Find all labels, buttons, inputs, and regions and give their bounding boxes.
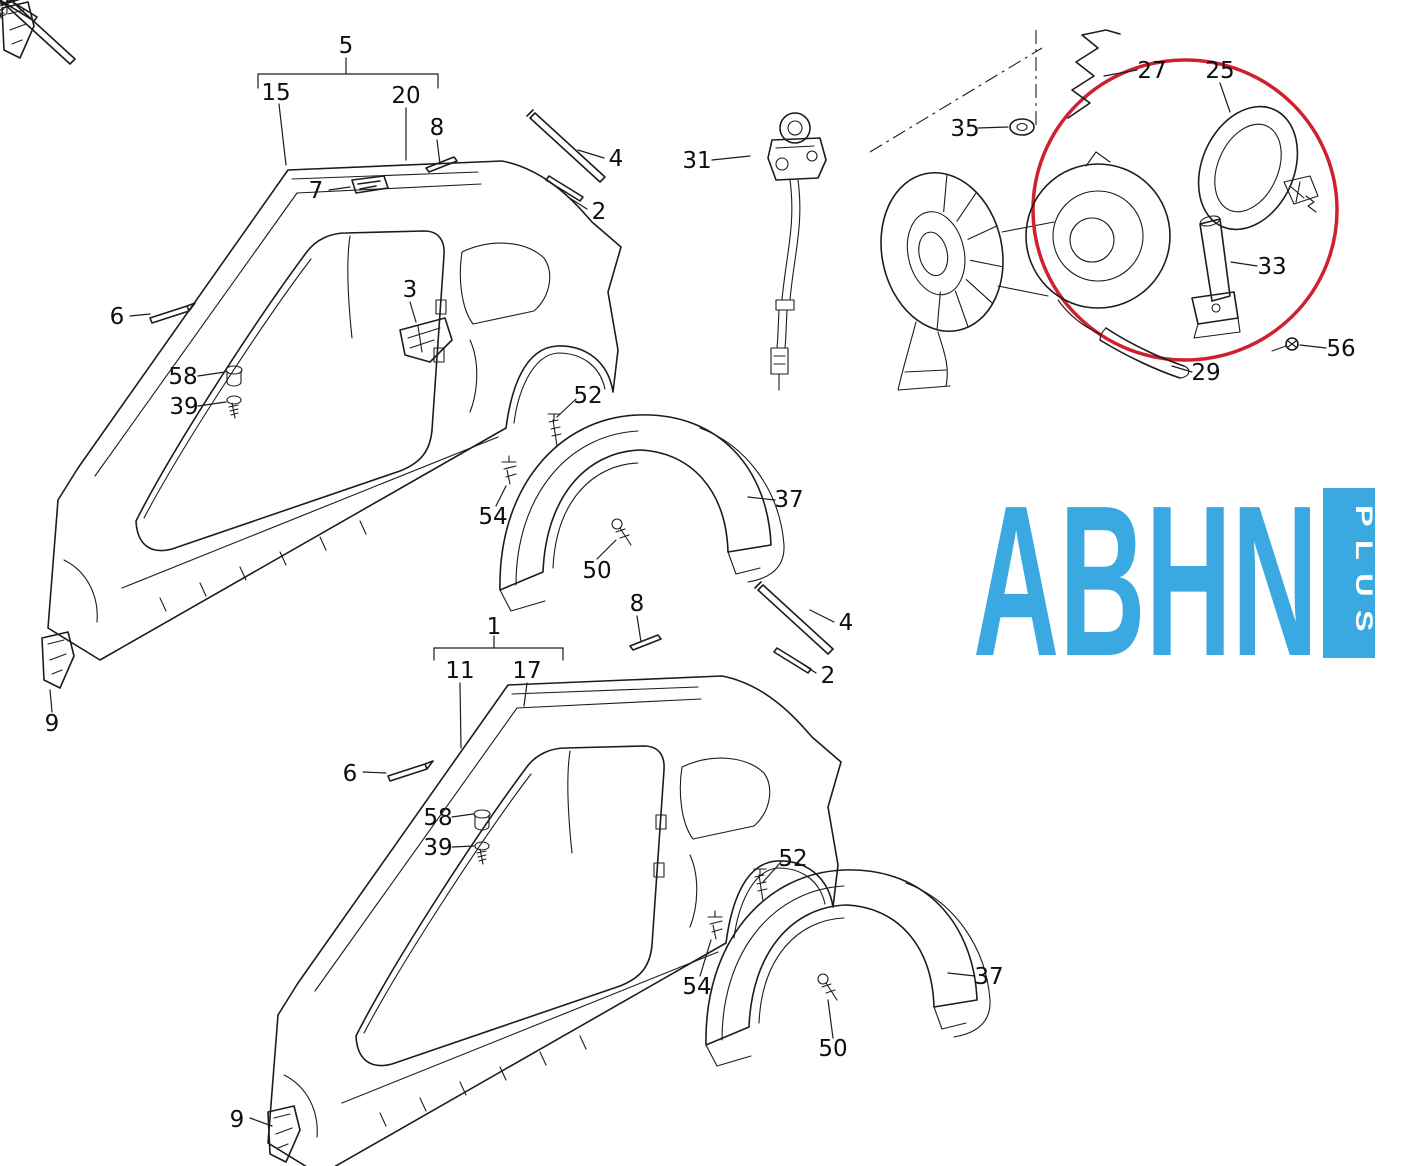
- center-line: [869, 30, 1043, 153]
- grommet-58-lower: [473, 809, 491, 831]
- screw-39-lower: [474, 841, 490, 865]
- screw-39-upper: [226, 395, 242, 419]
- trim-strip-4-upper: [526, 109, 606, 183]
- seal-strip-8-lower: [629, 634, 662, 651]
- highlight-circle: [1031, 58, 1339, 362]
- leader-lines: [49, 57, 1327, 1127]
- screw-56: [1271, 337, 1299, 352]
- trim-strip-2-lower: [773, 647, 812, 674]
- watermark-text: ABHN: [973, 460, 1318, 701]
- trim-strip-short: [0, 0, 38, 22]
- car-body-side-panel-upper: [47, 160, 622, 661]
- watermark-logo: ABHN PLUS: [973, 460, 1377, 701]
- clip-7: [351, 175, 389, 194]
- hose-29: [1057, 299, 1190, 379]
- seal-strip: [0, 0, 16, 5]
- fuel-filler-pipe: [767, 112, 827, 391]
- watermark-plus-text: PLUS: [1350, 505, 1377, 645]
- filler-funnel-housing: [880, 171, 1055, 391]
- watermark-plus-box: [1323, 488, 1375, 658]
- rail-strip-6-upper: [149, 302, 196, 324]
- fuel-flap-25: [1197, 105, 1319, 231]
- rail-strip-6-lower: [387, 760, 434, 782]
- bracket-3: [399, 317, 453, 363]
- actuator-33: [1191, 215, 1241, 339]
- grommet-35: [1009, 118, 1035, 136]
- fuel-door-cup: [1025, 151, 1171, 309]
- trim-strip-2-upper: [545, 175, 584, 202]
- grommet: [0, 0, 9, 17]
- spring-27: [1067, 29, 1121, 119]
- trim-strip-4-lower: [754, 581, 834, 655]
- rail-strip-arrow: [0, 0, 21, 6]
- car-body-side-panel-lower: [267, 675, 842, 1166]
- wheel-arch-liner-assembly-lower: [705, 868, 991, 1067]
- wheel-arch-liner-assembly-upper: [499, 413, 785, 612]
- trim-strip-long: [0, 0, 76, 65]
